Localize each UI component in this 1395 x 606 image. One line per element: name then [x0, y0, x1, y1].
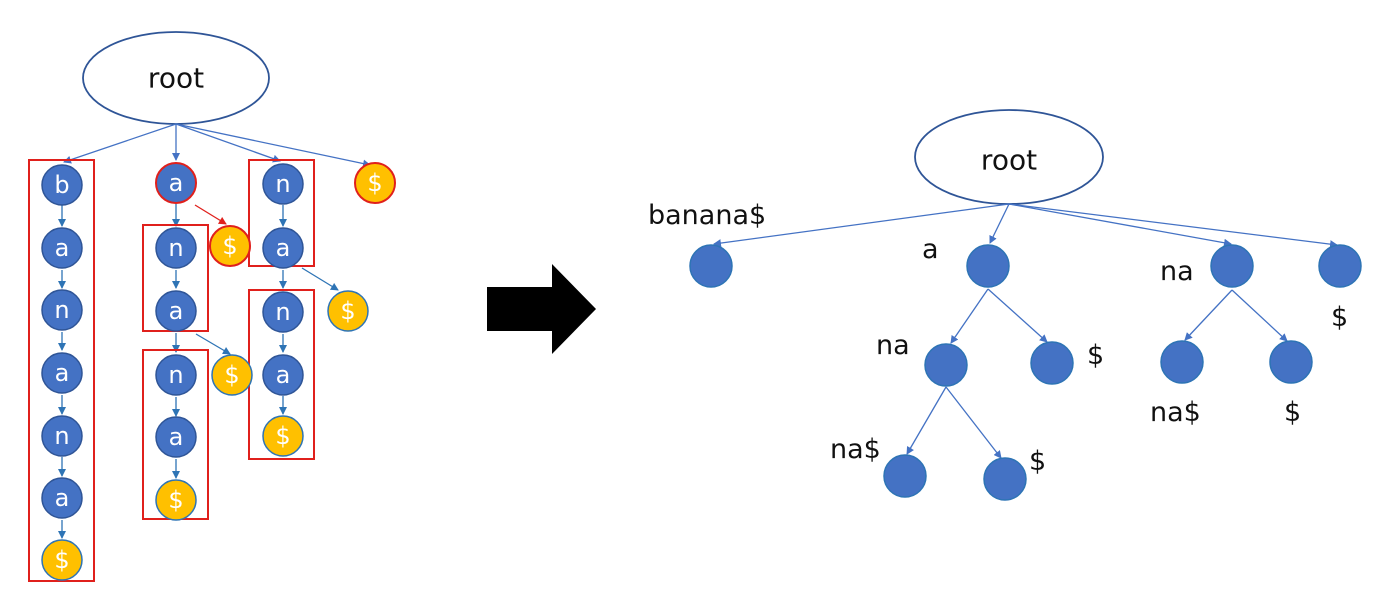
right-edge-root-dollar	[1008, 203, 1338, 249]
chain-a-node-label: a	[169, 297, 184, 325]
right-edge-a-na-dollar	[945, 386, 1002, 459]
right-edge-root-banana	[713, 203, 1010, 248]
chain-a-node	[155, 290, 197, 332]
chain-a-node-label: n	[168, 361, 183, 389]
left-root-label: root	[148, 62, 204, 95]
chain-a-branch-leaf-label: $	[222, 232, 237, 260]
right-label-dollar-top: $	[1331, 302, 1348, 333]
chain-b-node-label: a	[55, 234, 70, 262]
right-label-na-top: na	[1160, 256, 1194, 287]
chain-n-node-label: n	[275, 170, 290, 198]
chain-n-branch-leaf-label: $	[340, 297, 355, 325]
chain-a-edge-to-dollar	[195, 333, 231, 355]
chain-a-node	[155, 354, 197, 396]
chain-b-node	[41, 352, 83, 394]
right-edge-na-na	[1184, 289, 1233, 341]
right-label-banana: banana$	[648, 200, 766, 231]
right-label-na-dollar: $	[1284, 397, 1301, 428]
right-node-a-dollar	[1030, 341, 1074, 385]
right-node-a	[966, 244, 1010, 288]
chain-n-node	[262, 354, 304, 396]
right-node-a-na-dollar	[983, 457, 1027, 501]
chain-n-node-label: a	[276, 361, 291, 389]
chain-a-node-label: n	[168, 234, 183, 262]
chain-a-leaf-label: $	[168, 486, 183, 514]
chain-b-node	[41, 415, 83, 457]
right-node-na	[1210, 244, 1254, 288]
right-edge-root-na	[1008, 203, 1232, 247]
chain-a-leaf	[155, 479, 197, 521]
right-edge-a-na	[950, 288, 989, 344]
chain-n-node-label: n	[275, 298, 290, 326]
right-suffix-tree: root banana$ a na $ na $ na$ $ na$	[648, 109, 1362, 501]
right-node-banana	[689, 244, 733, 288]
right-label-a-na-na: na$	[830, 434, 881, 465]
chain-b-node	[41, 289, 83, 331]
root-dollar-leaf-label: $	[367, 169, 382, 197]
root-dollar-leaf-highlighted	[354, 162, 396, 204]
right-root-label: root	[981, 144, 1037, 177]
right-edge-a-na-na	[906, 386, 947, 455]
chain-a-branch-leaf	[211, 354, 253, 396]
right-edge-a-dollar	[987, 288, 1048, 343]
chain-n-node	[262, 291, 304, 333]
chain-b-node	[41, 227, 83, 269]
group-box-banana	[28, 159, 95, 582]
right-edge-root-a	[989, 203, 1010, 244]
chain-a-node-highlighted	[155, 162, 197, 204]
chain-a-branch-leaf-highlighted	[209, 225, 251, 267]
chain-n-leaf	[262, 415, 304, 457]
right-label-a-dollar: $	[1087, 340, 1104, 371]
chain-n-node-label: a	[276, 234, 291, 262]
chain-n-node	[262, 163, 304, 205]
left-edge-root-b	[63, 123, 177, 164]
left-edge-root-n	[175, 123, 281, 163]
right-label-a-na: na	[876, 330, 910, 361]
right-node-a-na-na	[883, 454, 927, 498]
right-label-a: a	[922, 234, 939, 265]
chain-b-node-label: a	[55, 484, 70, 512]
left-edge-root-dollar	[175, 123, 371, 168]
chain-n-edge-to-dollar	[301, 267, 339, 291]
right-edge-na-dollar	[1231, 289, 1288, 342]
chain-n-branch-leaf	[327, 290, 369, 332]
chain-b-node	[41, 164, 83, 206]
chain-b-node-label: a	[55, 359, 70, 387]
chain-b-node-label: n	[54, 422, 69, 450]
left-suffix-trie: root b a	[28, 31, 396, 582]
right-label-na-na: na$	[1150, 397, 1201, 428]
chain-a-edge-to-dollar	[194, 204, 227, 225]
right-node-dollar	[1318, 244, 1362, 288]
chain-b-node-label: b	[54, 171, 69, 199]
chain-b-node	[41, 477, 83, 519]
chain-b-leaf-label: $	[54, 546, 69, 574]
chain-a-node-label: a	[169, 423, 184, 451]
right-node-a-na	[924, 343, 968, 387]
chain-a-node	[155, 416, 197, 458]
transform-arrow-icon	[487, 264, 596, 354]
chain-a-node	[155, 227, 197, 269]
chain-a-branch-leaf-label: $	[224, 361, 239, 389]
chain-n-leaf-label: $	[275, 422, 290, 450]
chain-n-node	[262, 227, 304, 269]
right-node-na-na	[1160, 340, 1204, 384]
right-node-na-dollar	[1269, 340, 1313, 384]
chain-a-node-label: a	[169, 169, 184, 197]
chain-b-leaf	[41, 539, 83, 581]
chain-b-node-label: n	[54, 296, 69, 324]
right-label-a-na-dollar: $	[1029, 446, 1046, 477]
